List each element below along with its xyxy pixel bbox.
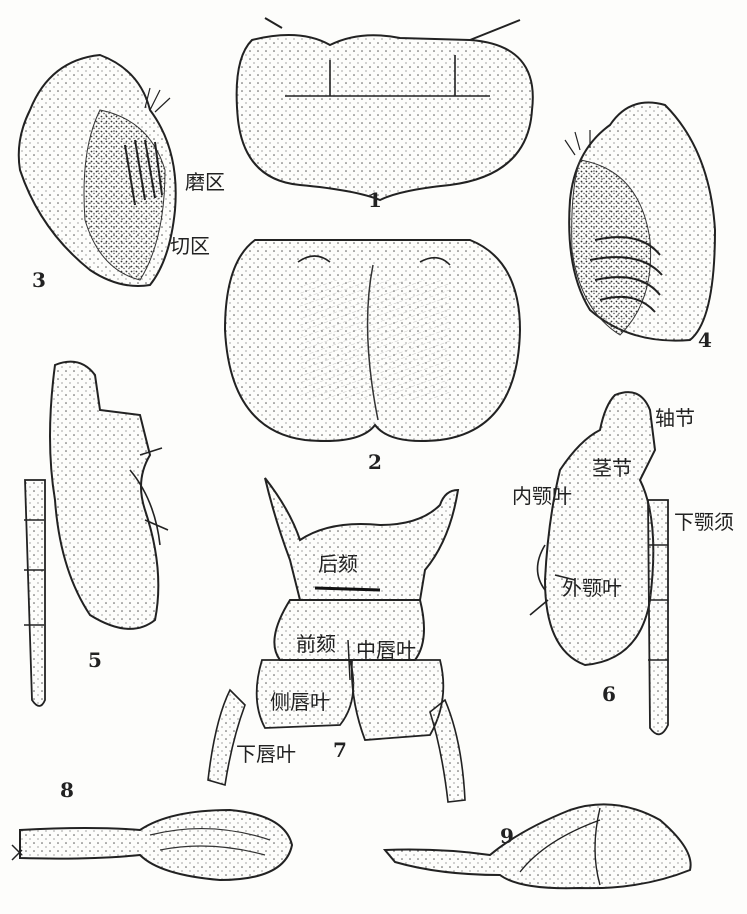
- label-cardo: 轴节: [655, 408, 695, 428]
- appendage-drawing: [385, 804, 691, 888]
- labrum-drawing: [237, 18, 533, 200]
- label-labial-palp: 下唇叶: [236, 744, 296, 764]
- left-mandible-drawing: [19, 55, 176, 286]
- label-stipes: 茎节: [592, 458, 632, 478]
- label-cutting-area: 切区: [170, 236, 210, 256]
- label-grinding-area: 磨区: [185, 172, 225, 192]
- hypopharynx-drawing: [12, 810, 292, 880]
- right-mandible-drawing: [565, 103, 715, 341]
- figure-number-5: 5: [88, 650, 102, 670]
- figure-number-2: 2: [368, 452, 382, 472]
- figure-number-9: 9: [500, 826, 514, 846]
- figure-number-8: 8: [60, 780, 74, 800]
- label-galea: 外颚叶: [562, 578, 622, 598]
- figure-number-7: 7: [333, 740, 347, 760]
- epipharynx-drawing: [225, 240, 520, 441]
- maxilla-right-drawing: [530, 392, 668, 734]
- label-paraglossa: 侧唇叶: [270, 692, 330, 712]
- label-maxillary-palp: 下颚须: [674, 512, 734, 532]
- label-lacinia: 内颚叶: [512, 486, 572, 506]
- figure-number-1: 1: [368, 190, 382, 210]
- figure-number-3: 3: [32, 270, 46, 290]
- label-prementum: 前颏: [296, 634, 336, 654]
- figure-number-4: 4: [698, 330, 712, 350]
- label-glossa: 中唇叶: [356, 640, 416, 660]
- label-postmentum: 后颏: [318, 554, 358, 574]
- figure-number-6: 6: [602, 684, 616, 704]
